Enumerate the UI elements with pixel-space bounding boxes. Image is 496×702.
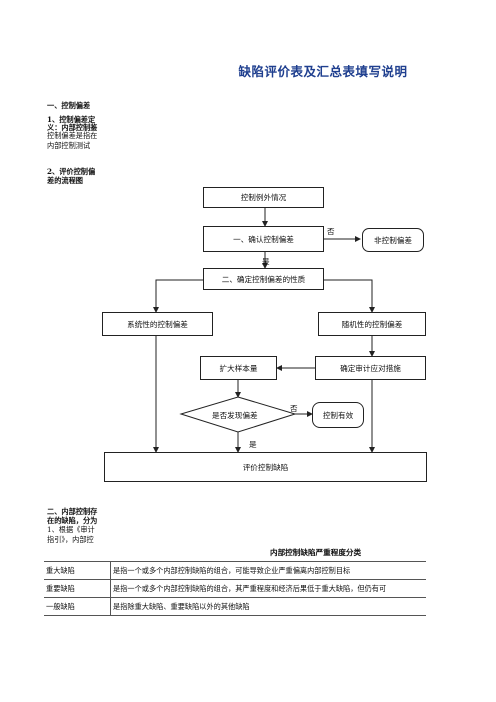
flow-audit-box: 确定审计应对措施 xyxy=(315,356,426,380)
flow-no-label-1: 否 xyxy=(327,227,335,236)
section1-sub1-line2: 义：内部控制鉴 xyxy=(47,123,98,132)
section1-sub1-line1: 1、控制偏差定 xyxy=(47,115,96,124)
table-caption: 内部控制缺陷严重程度分类 xyxy=(270,548,362,557)
section2-line2: 在的缺陷，分为 xyxy=(47,516,98,525)
table-row: 重大缺陷 是指一个或多个内部控制缺陷的组合，可能导致企业严重偏离内部控制目标 xyxy=(44,561,426,580)
arrow-nature-to-systematic xyxy=(153,279,206,313)
table-cell-desc: 是指一个或多个内部控制缺陷的组合，其严重程度和经济后果低于重大缺陷，但仍有可 xyxy=(110,579,426,598)
section1-heading: 一、控制偏差 xyxy=(47,101,91,110)
flow-no-label-2: 否 xyxy=(290,404,298,413)
page-title: 缺陷评价表及汇总表填写说明 xyxy=(238,64,408,79)
severity-table: 重大缺陷 是指一个或多个内部控制缺陷的组合，可能导致企业严重偏离内部控制目标 重… xyxy=(44,561,426,616)
table-cell-desc: 是指除重大缺陷、重要缺陷以外的其他缺陷 xyxy=(110,597,426,616)
flow-expand-box: 扩大样本量 xyxy=(200,356,277,380)
table-cell-desc: 是指一个或多个内部控制缺陷的组合，可能导致企业严重偏离内部控制目标 xyxy=(110,561,426,580)
flow-effective-box: 控制有效 xyxy=(312,402,364,428)
section2-line1: 二、内部控制存 xyxy=(47,507,98,516)
table-cell-level: 重大缺陷 xyxy=(44,561,111,580)
section2-line3: 1、根据《审计 xyxy=(47,525,95,534)
flow-start-box: 控制例外情况 xyxy=(203,187,324,208)
flow-confirm-box: 一、确认控制偏差 xyxy=(203,226,324,252)
arrow-nature-to-random xyxy=(324,279,375,313)
flow-evaluate-box: 评价控制缺陷 xyxy=(104,452,427,482)
table-cell-level: 一般缺陷 xyxy=(44,597,111,616)
flow-yes-label-2: 是 xyxy=(249,440,257,449)
table-cell-level: 重要缺陷 xyxy=(44,579,111,598)
flow-non-deviation-box: 非控制偏差 xyxy=(362,228,424,252)
section2-line4: 指引》，内部控 xyxy=(47,535,94,544)
table-row: 一般缺陷 是指除重大缺陷、重要缺陷以外的其他缺陷 xyxy=(44,597,426,616)
flow-decision-label: 是否发现偏差 xyxy=(212,411,258,420)
table-row: 重要缺陷 是指一个或多个内部控制缺陷的组合，其严重程度和经济后果低于重大缺陷，但… xyxy=(44,579,426,598)
section1-sub2-line2: 差的流程图 xyxy=(47,176,83,185)
flow-systematic-box: 系统性的控制偏差 xyxy=(102,312,213,336)
section1-sub2-line1: 2、评价控制偏 xyxy=(47,167,96,176)
section1-sub1-line3: 控制偏差是指在 xyxy=(47,131,98,140)
flow-nature-box: 二、确定控制偏差的性质 xyxy=(203,268,324,290)
flow-random-box: 随机性的控制偏差 xyxy=(318,312,426,336)
section1-sub1-line4: 内部控制测试 xyxy=(47,141,91,150)
flow-yes-label-1: 是 xyxy=(262,257,270,266)
